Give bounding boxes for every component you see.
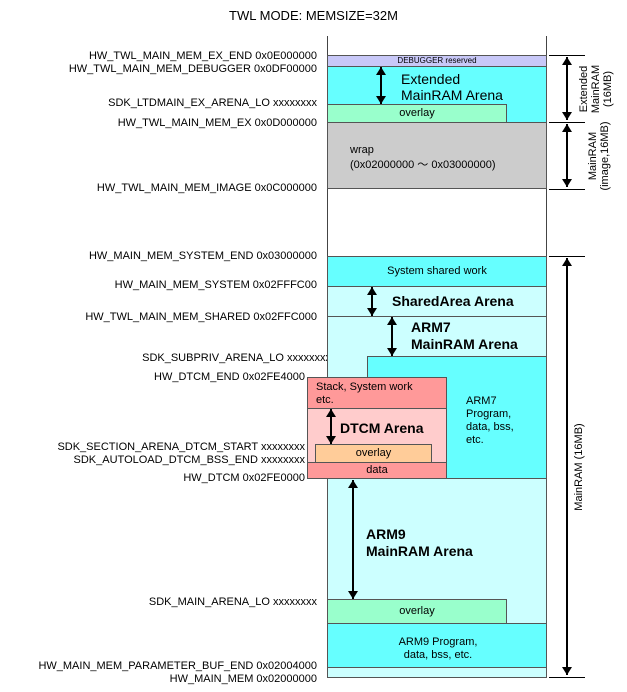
addr-label: HW_TWL_MAIN_MEM_IMAGE 0x0C000000 xyxy=(96,182,317,194)
arm7-arena-label: ARM7 xyxy=(411,319,451,335)
text-line: MainRAM xyxy=(587,131,599,181)
arm7-arena-label: MainRAM Arena xyxy=(411,336,518,352)
arm9-program-label: ARM9 Program, xyxy=(398,636,478,648)
tick-line xyxy=(549,256,585,257)
arrow-icon xyxy=(376,67,386,104)
addr-label: HW_MAIN_MEM_SYSTEM_END 0x03000000 xyxy=(88,250,317,262)
text-line: Program, xyxy=(466,408,512,420)
extended-arena-label: Extended xyxy=(401,71,461,87)
addr-label: HW_DTCM 0x02FE0000 xyxy=(183,472,305,484)
stack-label: Stack, System work xyxy=(316,381,413,393)
diagram-title: TWL MODE: MEMSIZE=32M xyxy=(229,8,398,23)
addr-label: SDK_LTDMAIN_EX_ARENA_LO xxxxxxxx xyxy=(108,97,317,109)
arrow-icon xyxy=(367,287,377,316)
addr-label: SDK_SUBPRIV_ARENA_LO xxxxxxxx xyxy=(142,352,331,364)
addr-label: HW_DTCM_END 0x02FE4000 xyxy=(154,371,305,383)
addr-label: SDK_SECTION_ARENA_DTCM_START xxxxxxxx xyxy=(57,441,305,453)
shared-area-arena-block: SharedArea Arena xyxy=(327,286,547,317)
shared-area-arena-label: SharedArea Arena xyxy=(392,293,514,309)
arrow-icon xyxy=(562,57,572,120)
tick-line xyxy=(549,677,585,678)
addr-label: HW_TWL_MAIN_MEM_DEBUGGER 0x0DF00000 xyxy=(68,63,317,75)
arrow-icon xyxy=(387,317,397,356)
addr-label: HW_MAIN_MEM_SYSTEM 0x02FFFC00 xyxy=(114,279,317,291)
addr-label: HW_TWL_MAIN_MEM_EX_END 0x0E000000 xyxy=(88,50,317,62)
text-line: data, bss, xyxy=(466,421,514,433)
addr-label: HW_MAIN_MEM 0x02000000 xyxy=(169,673,317,685)
tick-line xyxy=(549,189,585,190)
dtcm-arena-label: DTCM Arena xyxy=(340,420,424,436)
text-line: (image,16MB) xyxy=(599,121,611,191)
mainram-size-label: MainRAM (16MB) xyxy=(573,423,585,511)
wrap-range-label: (0x02000000 〜 0x03000000) xyxy=(350,159,496,171)
tick-line xyxy=(549,122,585,123)
arm9-arena-label: MainRAM Arena xyxy=(366,543,473,559)
arm7-program-label: ARM7 Program, data, bss, etc. xyxy=(466,395,514,447)
arrow-icon xyxy=(562,258,572,675)
addr-label: SDK_AUTOLOAD_DTCM_BSS_END xxxxxxxx xyxy=(73,454,305,466)
extended-arena-label: MainRAM Arena xyxy=(401,87,503,103)
wrap-block: wrap (0x02000000 〜 0x03000000) xyxy=(327,122,547,189)
system-shared-work-block: System shared work xyxy=(327,256,547,287)
text-line: etc. xyxy=(466,434,484,446)
addr-label: HW_MAIN_MEM_PARAMETER_BUF_END 0x02004000 xyxy=(38,660,317,672)
arrow-icon xyxy=(348,480,358,599)
arm9-overlay-block: overlay xyxy=(327,599,507,624)
addr-label: HW_TWL_MAIN_MEM_SHARED 0x02FFC000 xyxy=(85,311,317,323)
tick-line xyxy=(549,55,585,56)
addr-label: HW_TWL_MAIN_MEM_EX 0x0D000000 xyxy=(117,117,317,129)
stack-label: etc. xyxy=(316,394,334,406)
arrow-icon xyxy=(562,124,572,187)
arm9-program-block: ARM9 Program, data, bss, etc. xyxy=(327,623,547,668)
dtcm-overlay-block: overlay xyxy=(315,444,432,463)
image-mainram-size-label: MainRAM (image,16MB) xyxy=(587,111,613,201)
arm9-program-label: data, bss, etc. xyxy=(403,649,473,661)
stack-system-work-block: Stack, System work etc. xyxy=(307,377,447,409)
overlay-block: overlay xyxy=(327,104,507,123)
arm9-arena-label: ARM9 xyxy=(366,526,406,542)
arrow-icon xyxy=(326,409,336,444)
dtcm-data-block: data xyxy=(307,462,447,479)
text-line: ARM7 xyxy=(466,395,497,407)
wrap-label: wrap xyxy=(350,144,374,156)
addr-label: SDK_MAIN_ARENA_LO xxxxxxxx xyxy=(148,596,317,608)
